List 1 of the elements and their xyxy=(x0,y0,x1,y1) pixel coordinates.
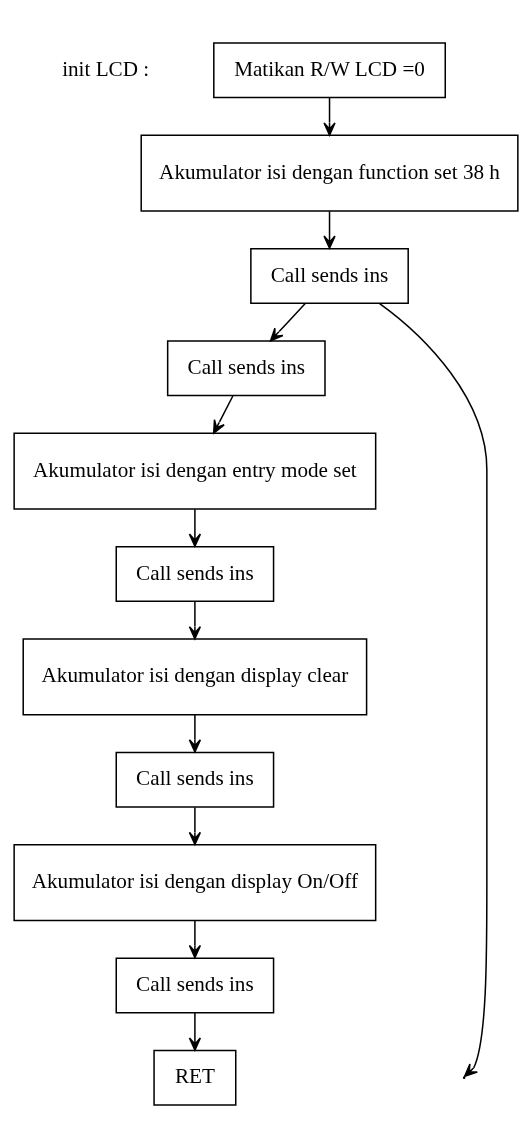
label: init LCD : xyxy=(62,56,150,81)
